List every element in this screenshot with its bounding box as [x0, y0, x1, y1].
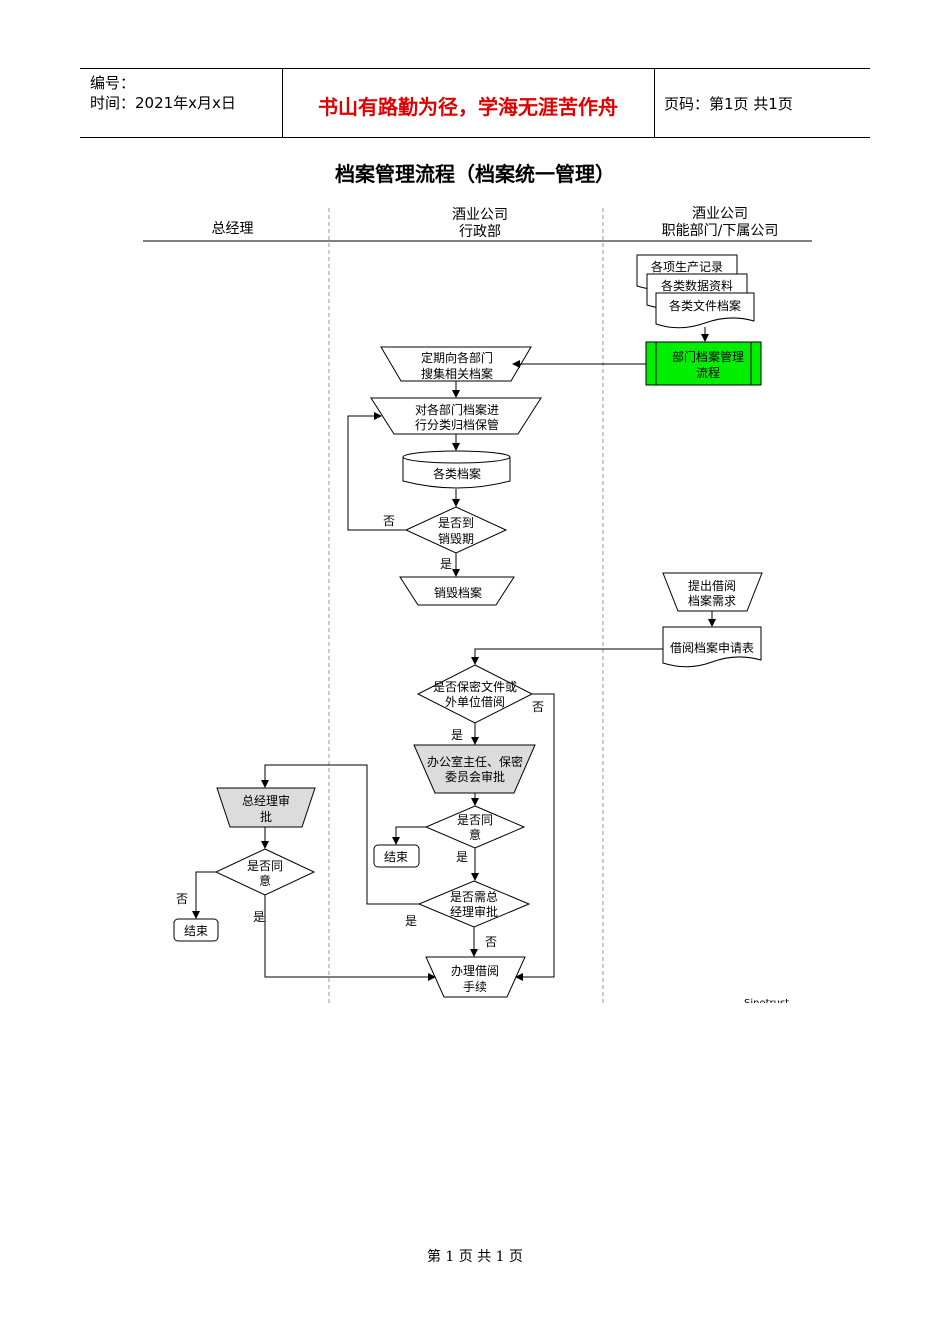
handle-line2: 手续: [463, 980, 487, 994]
need-gm-line1: 是否需总: [450, 890, 498, 904]
number-label: 编号：: [90, 74, 136, 92]
doc-file-archives: 各类文件档案: [669, 298, 741, 313]
gm-approval-node: 总经理审 批: [216, 787, 316, 828]
label-expire-yes: 是: [440, 557, 452, 571]
destroy-node: 销毁档案: [399, 576, 515, 606]
borrow-need-line2: 档案需求: [688, 593, 736, 608]
arrow-form-to-secret: [471, 648, 663, 665]
lane-header-admin: 酒业公司 行政部: [330, 207, 630, 241]
arrow-agree-gm-yes: [264, 895, 436, 981]
watermark-cut: [740, 1003, 820, 1015]
borrow-need-line1: 提出借阅: [688, 578, 736, 593]
label-secret-no: 否: [532, 700, 544, 714]
end-gm-node: 结束: [173, 918, 219, 942]
document-header: 编号： 时间：2021年x月x日 书山有路勤为径，学海无涯苦作舟 页码：第1页 …: [80, 68, 870, 138]
arrow-need-gm-yes: [261, 764, 419, 905]
borrow-form-label: 借阅档案申请表: [670, 640, 754, 655]
label-expire-no: 否: [383, 514, 395, 528]
destroy-label: 销毁档案: [434, 585, 482, 600]
arrow-secret-no: [515, 693, 555, 981]
gm-approve-line1: 总经理审: [242, 793, 290, 808]
lane-header-gm: 总经理: [150, 221, 315, 238]
doc-data-materials: 各类数据资料: [661, 278, 733, 293]
office-approval-node: 办公室主任、保密 委员会审批: [413, 744, 536, 794]
page-info: 页码：第1页 共1页: [664, 95, 793, 113]
lane-header-func: 酒业公司 职能部门/下属公司: [605, 206, 835, 240]
secret-line1: 是否保密文件或: [433, 679, 517, 694]
admin-agree-decision: 是否同 意: [424, 805, 526, 849]
doc-production-records: 各项生产记录: [651, 259, 723, 274]
multi-document: 各项生产记录 各类数据资料 各类文件档案: [636, 254, 755, 329]
lane-gm-label: 总经理: [211, 221, 254, 237]
borrow-need-node: 提出借阅 档案需求: [662, 572, 763, 612]
connectors: [192, 327, 716, 981]
archives-storage: 各类档案: [402, 450, 511, 489]
time-label: 时间：2021年x月x日: [90, 94, 236, 112]
lane-admin-line2: 行政部: [459, 224, 501, 240]
lane-func-line2: 职能部门/下属公司: [661, 223, 779, 239]
agree-gm-line2: 意: [259, 873, 271, 888]
collect-line1: 定期向各部门: [421, 350, 493, 365]
gm-agree-decision: 是否同 意: [214, 848, 316, 896]
label-agree-admin-yes: 是: [456, 850, 468, 864]
handle-line1: 办理借阅: [451, 963, 499, 978]
expire-line2: 销毁期: [438, 531, 474, 546]
collect-archives-node: 定期向各部门 搜集相关档案: [380, 346, 532, 382]
label-agree-gm-no: 否: [176, 892, 188, 906]
lane-admin-line1: 酒业公司: [452, 207, 508, 223]
agree-admin-line1: 是否同: [457, 813, 493, 827]
arrow-agree-admin-no: [392, 826, 426, 845]
agree-admin-line2: 意: [469, 827, 481, 842]
classify-line2: 行分类归档保管: [415, 417, 499, 432]
end-admin-node: 结束: [373, 844, 420, 868]
dept-flow-line2: 流程: [696, 365, 720, 380]
borrow-form-doc: 借阅档案申请表: [662, 626, 762, 668]
classify-line1: 对各部门档案进: [415, 402, 499, 417]
end-admin-label: 结束: [384, 850, 408, 864]
dept-flow-line1: 部门档案管理: [672, 349, 744, 364]
page-title: 档案管理流程（档案统一管理）: [335, 162, 615, 186]
need-gm-decision: 是否需总 经理审批: [417, 880, 531, 928]
label-need-gm-no: 否: [485, 935, 497, 949]
secret-decision: 是否保密文件或 外单位借阅: [416, 664, 534, 724]
label-secret-yes: 是: [451, 728, 463, 742]
expire-decision: 是否到 销毁期: [404, 506, 508, 554]
secret-line2: 外单位借阅: [445, 694, 505, 709]
header-left-cell: 编号： 时间：2021年x月x日: [90, 73, 236, 113]
agree-gm-line1: 是否同: [247, 859, 283, 873]
office-approve-line1: 办公室主任、保密: [427, 754, 523, 769]
page-footer: 第 1 页 共 1 页: [426, 1249, 524, 1265]
arrow-agree-gm-no: [192, 871, 216, 919]
motto: 书山有路勤为径，学海无涯苦作舟: [318, 95, 618, 119]
dept-archive-process: 部门档案管理 流程: [645, 341, 762, 386]
end-gm-label: 结束: [184, 924, 208, 938]
label-agree-gm-yes: 是: [253, 910, 265, 924]
gm-approve-line2: 批: [260, 809, 272, 824]
header-divider-1: [282, 69, 283, 137]
arrow-expire-no-loop: [347, 412, 406, 531]
need-gm-line2: 经理审批: [450, 904, 498, 919]
lane-func-line1: 酒业公司: [692, 206, 748, 222]
header-divider-2: [654, 69, 655, 137]
archives-label: 各类档案: [433, 466, 481, 481]
classify-archives-node: 对各部门档案进 行分类归档保管: [370, 397, 542, 435]
handle-borrow-node: 办理借阅 手续: [425, 956, 526, 998]
label-need-gm-yes: 是: [405, 914, 417, 928]
collect-line2: 搜集相关档案: [421, 366, 493, 381]
office-approve-line2: 委员会审批: [445, 769, 505, 784]
expire-line1: 是否到: [438, 516, 474, 530]
